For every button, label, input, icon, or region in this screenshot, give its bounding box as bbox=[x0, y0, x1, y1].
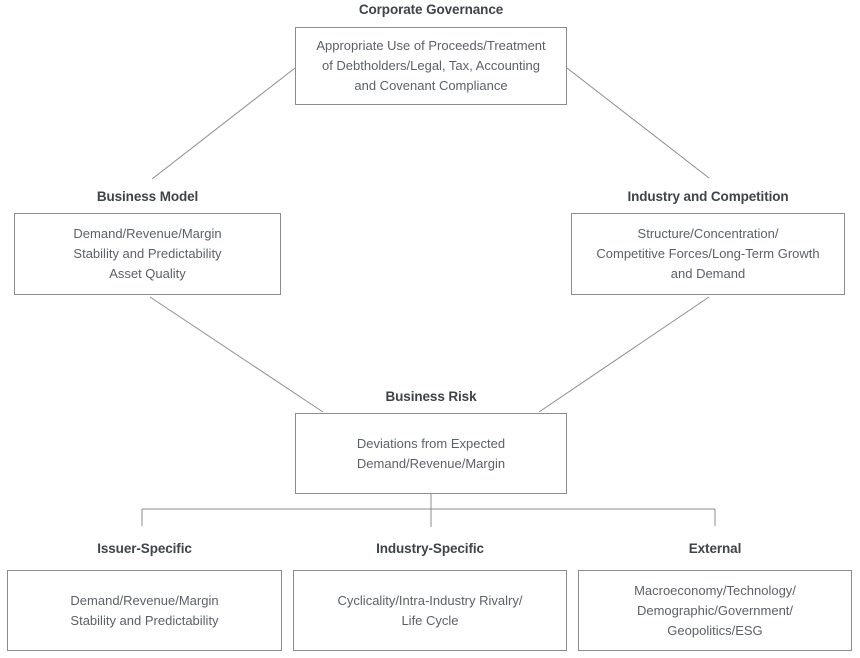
node-box-issuer-specific: Demand/Revenue/Margin Stability and Pred… bbox=[7, 570, 282, 651]
node-title-industry-specific: Industry-Specific bbox=[376, 541, 484, 556]
node-box-industry-specific: Cyclicality/Intra-Industry Rivalry/ Life… bbox=[293, 570, 567, 651]
node-title-business-model: Business Model bbox=[96, 189, 199, 204]
node-title-corporate-governance: Corporate Governance bbox=[358, 2, 504, 17]
node-body-issuer-specific: Demand/Revenue/Margin Stability and Pred… bbox=[70, 592, 219, 628]
node-title-external: External bbox=[688, 541, 742, 556]
node-box-corporate-governance: Appropriate Use of Proceeds/Treatment of… bbox=[295, 27, 567, 105]
node-body-industry-specific: Cyclicality/Intra-Industry Rivalry/ Life… bbox=[337, 592, 523, 628]
connector-governance-to-business-model bbox=[151, 67, 296, 180]
node-body-industry-and-competition: Structure/Concentration/ Competitive For… bbox=[596, 226, 820, 281]
node-title-issuer-specific: Issuer-Specific bbox=[97, 541, 192, 556]
connector-governance-to-industry bbox=[566, 67, 710, 179]
node-body-external: Macroeconomy/Technology/ Demographic/Gov… bbox=[634, 582, 796, 638]
connector-industry-to-business-risk bbox=[538, 296, 710, 413]
node-title-industry-and-competition: Industry and Competition bbox=[627, 189, 789, 204]
node-body-corporate-governance: Appropriate Use of Proceeds/Treatment of… bbox=[316, 38, 546, 93]
node-title-business-risk: Business Risk bbox=[385, 389, 477, 404]
connector-business-model-to-business-risk bbox=[149, 296, 324, 413]
node-box-industry-and-competition: Structure/Concentration/ Competitive For… bbox=[571, 213, 845, 295]
node-box-external: Macroeconomy/Technology/ Demographic/Gov… bbox=[578, 570, 852, 651]
node-body-business-model: Demand/Revenue/Margin Stability and Pred… bbox=[73, 226, 222, 281]
node-box-business-model: Demand/Revenue/Margin Stability and Pred… bbox=[14, 213, 281, 295]
node-body-business-risk: Deviations from Expected Demand/Revenue/… bbox=[356, 435, 506, 471]
node-box-business-risk: Deviations from Expected Demand/Revenue/… bbox=[295, 413, 567, 494]
